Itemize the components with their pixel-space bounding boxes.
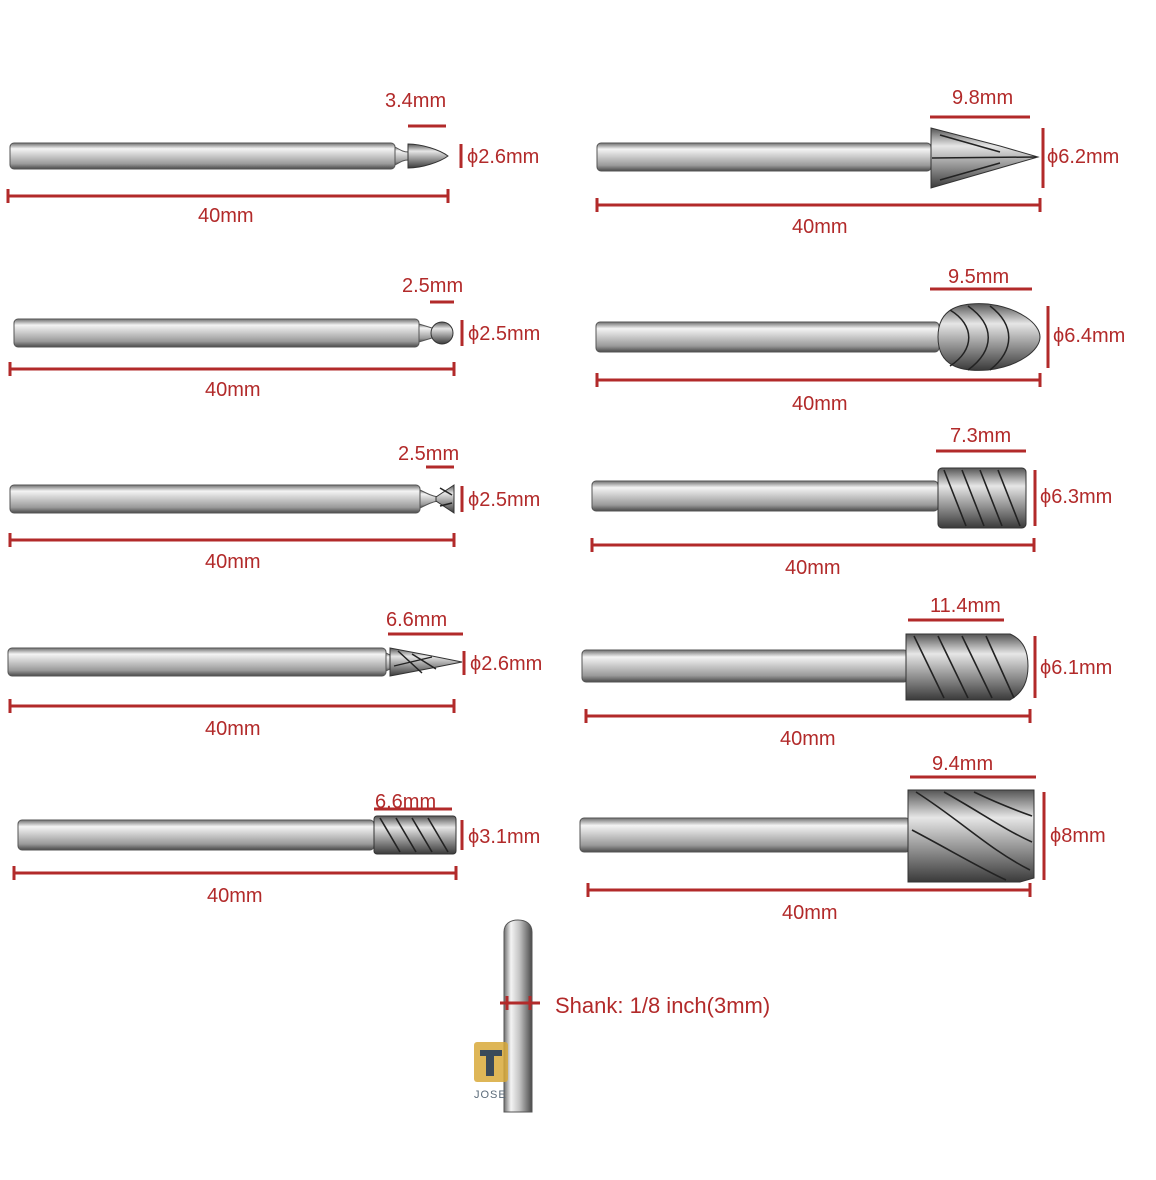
bit-10-shaft (579, 817, 911, 853)
shank-label: Shank: 1/8 inch(3mm) (555, 993, 770, 1018)
bit-2-shaft (13, 318, 420, 348)
bit-3-length: 40mm (205, 551, 261, 573)
bit-5-diameter: ϕ3.1mm (468, 826, 540, 848)
bit-6-shaft (596, 142, 932, 172)
bit-8-head-length: 7.3mm (950, 425, 1011, 447)
bit-9-diameter: ϕ6.1mm (1040, 657, 1112, 679)
bit-1: 3.4mm ϕ2.6mm 40mm (6, 90, 539, 227)
bit-3-head (435, 484, 455, 514)
bit-1-neck (394, 146, 409, 166)
bit-10-length: 40mm (782, 902, 838, 924)
bit-1-head-length: 3.4mm (385, 90, 446, 112)
bit-5-shaft (17, 819, 375, 851)
bit-4-shaft (7, 647, 387, 677)
bit-3-shaft (9, 484, 421, 514)
bit-7: 9.5mm ϕ6.4mm 40mm (595, 266, 1125, 415)
bit-6-length: 40mm (792, 216, 848, 238)
bit-7-length: 40mm (792, 393, 848, 415)
bit-9-length: 40mm (780, 728, 836, 750)
bit-2-neck (418, 323, 433, 343)
bit-7-diameter: ϕ6.4mm (1053, 325, 1125, 347)
bit-1-shaft (9, 142, 396, 170)
bit-2-length: 40mm (205, 379, 261, 401)
bit-2-diameter: ϕ2.5mm (468, 323, 540, 345)
bit-1-head (407, 143, 449, 169)
bit-8-length: 40mm (785, 557, 841, 579)
bit-1-diameter: ϕ2.6mm (467, 146, 539, 168)
bit-6-head-length: 9.8mm (952, 87, 1013, 109)
bit-6: 9.8mm ϕ6.2mm 40mm (595, 87, 1119, 238)
bit-2-head-length: 2.5mm (402, 275, 463, 297)
bit-9: 11.4mm ϕ6.1mm 40mm (581, 595, 1112, 750)
bit-3-diameter: ϕ2.5mm (468, 489, 540, 511)
bit-4-length: 40mm (205, 718, 261, 740)
shank-rod (503, 919, 533, 1113)
bit-10-head (907, 789, 1035, 883)
bit-10-head-length: 9.4mm (932, 753, 993, 775)
bit-8-diameter: ϕ6.3mm (1040, 486, 1112, 508)
bit-8-shaft (591, 480, 939, 512)
bit-4: 6.6mm ϕ2.6mm 40mm (7, 609, 542, 740)
bit-8-head (937, 467, 1027, 529)
bit-10: 9.4mm ϕ8mm 40mm (579, 753, 1106, 924)
bit-5-head (373, 815, 457, 855)
bit-3-neck (419, 489, 439, 509)
brand-logo-text: JOSE (474, 1089, 507, 1101)
bit-8: 7.3mm ϕ6.3mm 40mm (590, 425, 1112, 579)
bit-6-diameter: ϕ6.2mm (1047, 146, 1119, 168)
shank-detail: Shank: 1/8 inch(3mm) (500, 919, 770, 1113)
brand-logo-icon: JOSE (474, 1042, 508, 1101)
bit-2-head (430, 321, 454, 345)
bit-5-head-length: 6.6mm (375, 791, 436, 813)
bit-5: 6.6mm ϕ3.1mm 40mm (12, 791, 540, 907)
bit-7-head-length: 9.5mm (948, 266, 1009, 288)
bit-7-head (937, 303, 1041, 371)
bit-1-length: 40mm (198, 205, 254, 227)
bit-4-head-length: 6.6mm (386, 609, 447, 631)
bit-9-head-length: 11.4mm (930, 595, 1001, 617)
bit-4-neck (385, 652, 391, 672)
bit-3-head-length: 2.5mm (398, 443, 459, 465)
bit-3: 2.5mm ϕ2.5mm 40mm (8, 443, 540, 573)
bit-2: 2.5mm ϕ2.5mm 40mm (8, 275, 540, 401)
bit-7-shaft (595, 321, 940, 353)
bit-4-diameter: ϕ2.6mm (470, 653, 542, 675)
bit-10-diameter: ϕ8mm (1050, 825, 1106, 847)
bit-5-length: 40mm (207, 885, 263, 907)
bit-9-shaft (581, 649, 909, 683)
